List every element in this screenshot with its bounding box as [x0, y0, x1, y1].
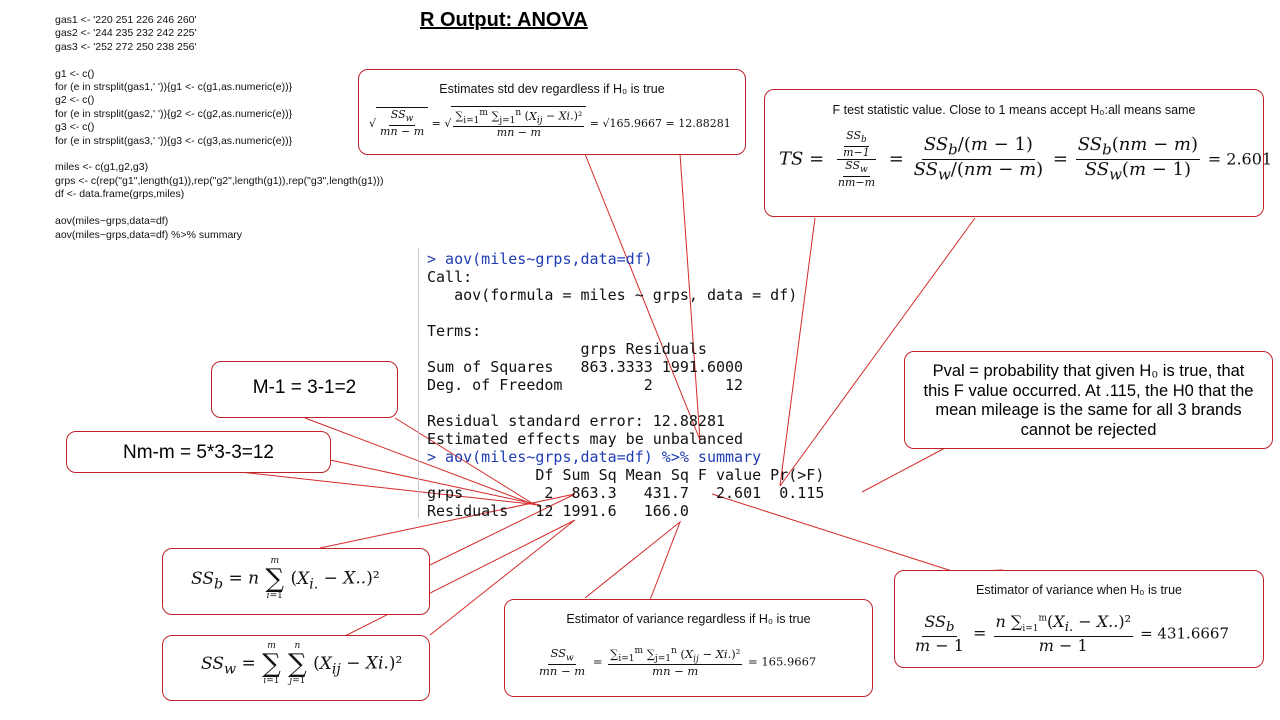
code-line: for (e in strsplit(gas2,' ')){g2 <- c(g2… — [55, 107, 293, 120]
console-line: Sum of Squares 863.3333 1991.6000 — [427, 358, 744, 376]
code-line: g3 <- c() — [55, 121, 95, 134]
connector-nmm — [239, 459, 541, 506]
console-command: > aov(miles~grps,data=df) — [427, 250, 653, 268]
ssb-annotation: SSb = n m∑i=1 (Xi. − X..)² — [162, 548, 430, 615]
code-line: df <- data.frame(grps,miles) — [55, 188, 185, 201]
ssb-formula: SSb = n m∑i=1 (Xi. − X..)² — [191, 556, 380, 601]
console-line: aov(formula = miles ~ grps, data = df) — [427, 286, 798, 304]
ftest-annotation: F test statistic value. Close to 1 means… — [764, 89, 1272, 217]
ssw-formula: SSw = m∑i=1 n∑j=1 (Xij − Xi.)² — [201, 641, 403, 686]
page-title: R Output: ANOVA — [420, 9, 588, 31]
var-h0-caption: Estimator of variance when H₀ is true — [976, 583, 1182, 597]
pval-text: Pval = probability that given H₀ is true… — [923, 362, 1254, 439]
console-line: Df Sum Sq Mean Sq F value Pr(>F) — [427, 466, 825, 484]
code-line: g2 <- c() — [55, 94, 95, 107]
ftest-value: = 2.601 — [1207, 149, 1273, 169]
connector-ssb — [319, 493, 576, 566]
var-any-annotation: Estimator of variance regardless if H₀ i… — [504, 599, 873, 697]
var-any-value: = 165.9667 — [748, 654, 817, 669]
stddev-annotation: Estimates std dev regardless if H₀ is tr… — [358, 69, 746, 155]
code-line: gas2 <- '244 235 232 242 225' — [55, 27, 197, 40]
var-any-caption: Estimator of variance regardless if H₀ i… — [566, 612, 811, 626]
code-line: grps <- c(rep("g1",length(g1)),rep("g2",… — [55, 174, 384, 187]
console-line: Deg. of Freedom 2 12 — [427, 376, 744, 394]
nmm-text: Nm-m = 5*3-3=12 — [122, 442, 274, 463]
stddev-caption: Estimates std dev regardless if H₀ is tr… — [439, 82, 665, 96]
connector-ftest — [779, 217, 976, 487]
connector-var-any — [584, 520, 682, 601]
connector-m1 — [304, 417, 536, 506]
code-line: aov(miles~grps,data=df) — [55, 215, 169, 228]
m1-annotation: M-1 = 3-1=2 — [211, 361, 398, 418]
nmm-annotation: Nm-m = 5*3-3=12 — [66, 431, 331, 473]
code-line: gas1 <- '220 251 226 246 260' — [55, 14, 197, 26]
ssw-annotation: SSw = m∑i=1 n∑j=1 (Xij − Xi.)² — [162, 635, 430, 701]
code-line: aov(miles~grps,data=df) %>% summary — [55, 228, 243, 241]
console-command: > aov(miles~grps,data=df) %>% summary — [427, 448, 762, 466]
console-line: grps Residuals — [427, 340, 707, 358]
console-line: Estimated effects may be unbalanced — [427, 430, 744, 448]
console-line: grps 2 863.3 431.7 2.601 0.115 — [427, 484, 825, 502]
code-line: miles <- c(g1,g2,g3) — [55, 161, 149, 174]
console-line: Residual standard error: 12.88281 — [427, 412, 726, 430]
r-console-output: > aov(miles~grps,data=df) Call: aov(form… — [418, 248, 824, 520]
var-h0-value: = 431.6667 — [1140, 624, 1229, 643]
r-source-code: gas1 <- '220 251 226 246 260' gas2 <- '2… — [55, 14, 383, 242]
stddev-value: = √165.9667 = 12.88281 — [589, 116, 731, 130]
code-line: for (e in strsplit(gas1,' ')){g1 <- c(g1… — [55, 81, 293, 94]
connector-stddev — [584, 153, 701, 441]
var-h0-annotation: Estimator of variance when H₀ is true SS… — [894, 570, 1264, 668]
m1-text: M-1 = 3-1=2 — [252, 377, 357, 398]
code-line: gas3 <- '252 272 250 238 256' — [55, 40, 197, 53]
console-line: Call: — [427, 268, 473, 286]
pval-annotation: Pval = probability that given H₀ is true… — [904, 351, 1273, 449]
console-line: Terms: — [427, 322, 482, 340]
code-line: for (e in strsplit(gas3,' ')){g3 <- c(g3… — [55, 134, 293, 147]
ftest-caption: F test statistic value. Close to 1 means… — [832, 103, 1196, 117]
code-line: g1 <- c() — [55, 67, 95, 80]
connector-pval — [861, 447, 946, 493]
console-line: Residuals 12 1991.6 166.0 — [427, 502, 689, 520]
